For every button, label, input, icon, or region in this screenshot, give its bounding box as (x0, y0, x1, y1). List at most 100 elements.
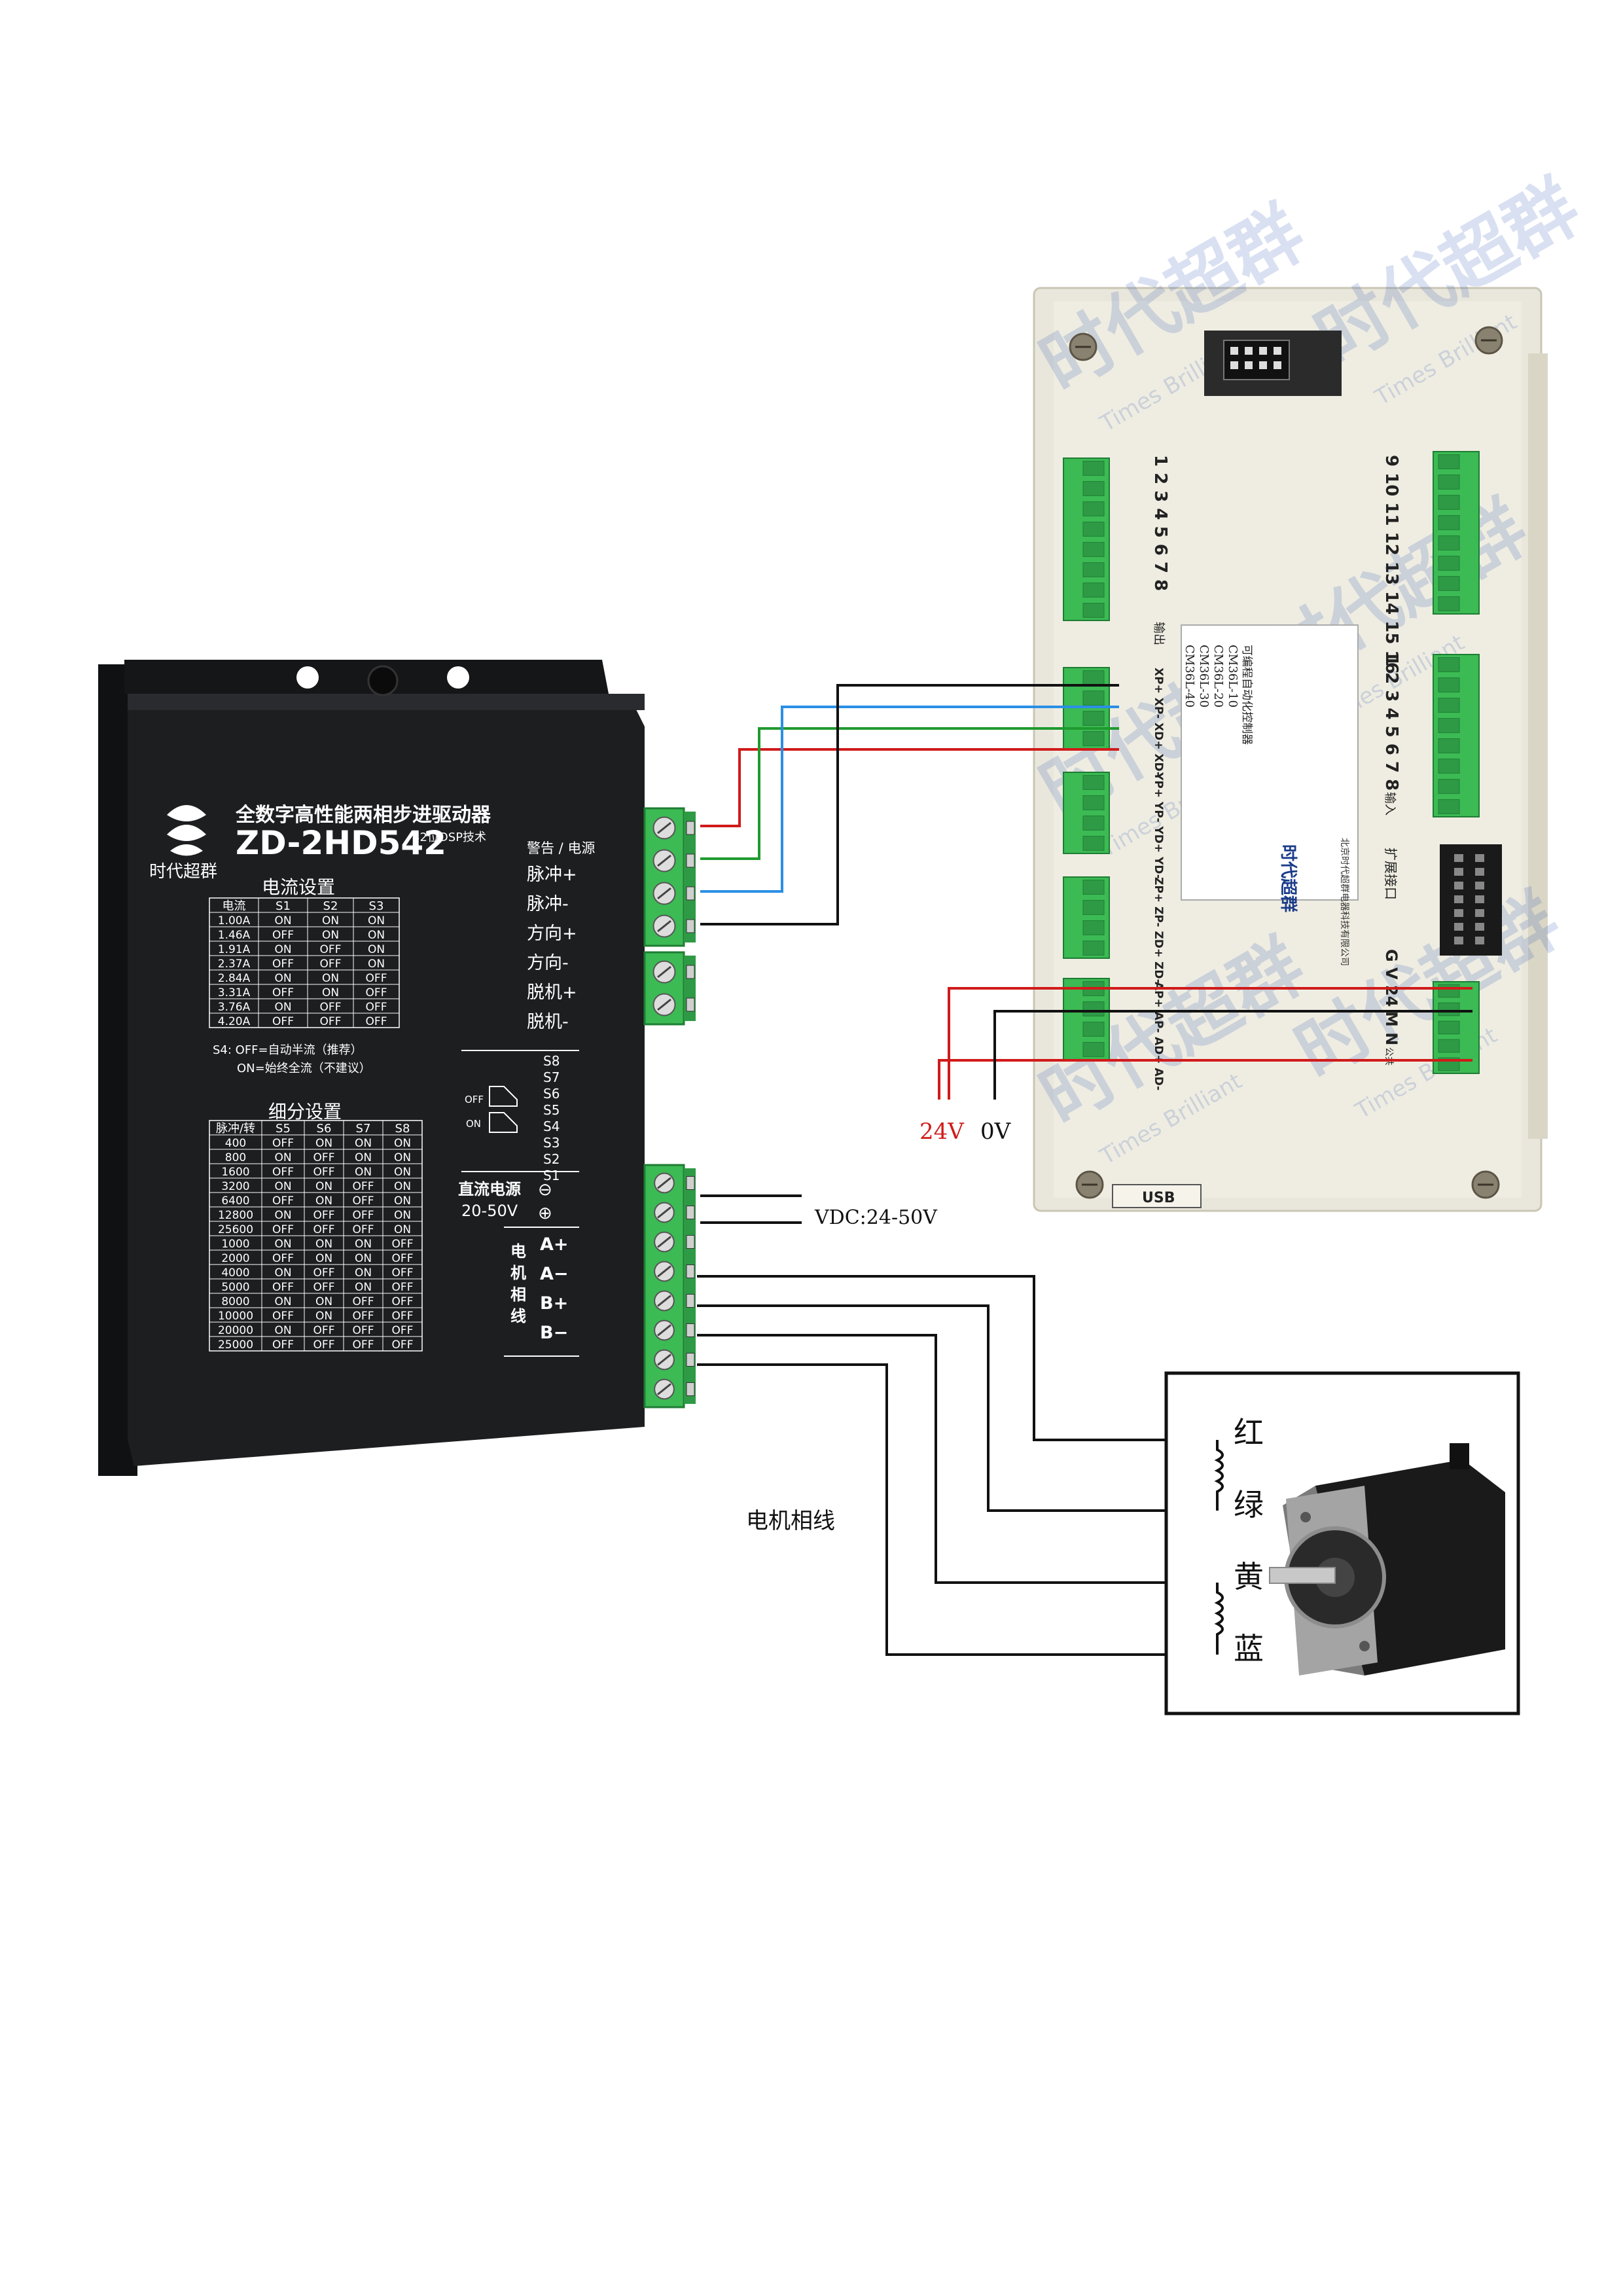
signal-terminal-label: 脱机- (527, 1012, 569, 1032)
table-cell: 2000 (221, 1252, 249, 1265)
table-cell: OFF (320, 1015, 342, 1028)
controller-terminal-pin[interactable] (1438, 779, 1460, 794)
brand-logo-icon (167, 805, 206, 856)
table-cell: ON (368, 914, 385, 927)
label-24v: 24V (919, 1119, 965, 1145)
controller-terminal-pin[interactable] (1438, 556, 1460, 571)
table-header-cell: S2 (323, 899, 338, 913)
wire-a-minus (697, 1304, 1217, 1512)
controller-terminal-pin[interactable] (1438, 576, 1460, 591)
table-cell: OFF (272, 986, 294, 999)
table-cell: OFF (313, 1338, 335, 1352)
controller-terminal-pin[interactable] (1438, 698, 1460, 713)
table-cell: OFF (272, 958, 294, 971)
controller-terminal-pin[interactable] (1082, 461, 1105, 476)
controller-terminal-pin[interactable] (1082, 1001, 1105, 1016)
controller-terminal-pin[interactable] (1438, 677, 1460, 692)
table-cell: ON (368, 958, 385, 971)
controller-terminal-pin[interactable] (1082, 1042, 1105, 1057)
table-cell: OFF (320, 1001, 342, 1014)
controller-terminal-pin[interactable] (1438, 1039, 1460, 1053)
product-label-line: CM36L-10 (1226, 645, 1240, 708)
table-cell: OFF (313, 1223, 335, 1236)
table-cell: ON (315, 1295, 332, 1308)
controller-terminal-pin[interactable] (1438, 718, 1460, 733)
table-cell: OFF (392, 1324, 414, 1337)
controller-terminal-pin[interactable] (1082, 522, 1105, 537)
wire-b-minus (697, 1363, 1217, 1656)
controller-terminal-pin[interactable] (1082, 501, 1105, 516)
controller-terminal-pin[interactable] (1082, 900, 1105, 915)
table-cell: OFF (313, 1281, 335, 1294)
driver-body (128, 707, 645, 1466)
table-cell: OFF (353, 1324, 374, 1337)
table-cell: OFF (320, 958, 342, 971)
driver-title: 全数字高性能两相步进驱动器 (235, 804, 491, 827)
controller-terminal-pin[interactable] (1438, 657, 1460, 672)
controller-terminal-pin[interactable] (1438, 799, 1460, 814)
power-pin-labels: G V 24 (1382, 949, 1400, 1007)
controller-terminal-pin[interactable] (1082, 775, 1105, 790)
controller-terminal-pin[interactable] (1438, 515, 1460, 530)
controller-terminal-pin[interactable] (1082, 542, 1105, 557)
wire-24v-a (948, 987, 1472, 1100)
controller-terminal-pin[interactable] (1438, 984, 1460, 998)
controller-terminal-pin[interactable] (1082, 920, 1105, 935)
controller-terminal-pin[interactable] (1438, 454, 1460, 469)
table-cell: OFF (272, 1137, 294, 1150)
common-label: 公共 (1383, 1047, 1394, 1066)
table-cell: OFF (272, 1281, 294, 1294)
controller-terminal-pin[interactable] (1438, 495, 1460, 510)
controller-terminal-pin[interactable] (1082, 836, 1105, 851)
phase-vertical-char: 电 (510, 1242, 526, 1261)
dsp-note: 32位DSP技术 (412, 831, 486, 844)
controller-terminal-pin[interactable] (1082, 562, 1105, 577)
coil-color-label: 红 (1234, 1415, 1264, 1450)
controller-terminal-pin[interactable] (1082, 670, 1105, 685)
table-cell: OFF (392, 1266, 414, 1280)
dip-switch-label: S4 (543, 1119, 560, 1134)
controller-terminal-pin[interactable] (1438, 596, 1460, 611)
controller-terminal-pin[interactable] (1082, 880, 1105, 895)
dc-power-label: 直流电源 (458, 1180, 521, 1198)
wire-b-plus (697, 1334, 1217, 1584)
axis-pin-label: AP+ AP- AD+ AD- (1152, 982, 1165, 1090)
table-cell: OFF (366, 972, 387, 985)
minus-icon: ⊖ (538, 1180, 552, 1200)
controller-terminal-pin[interactable] (1082, 603, 1105, 618)
controller-terminal-pin[interactable] (1082, 731, 1105, 746)
controller-terminal-pin[interactable] (1082, 1022, 1105, 1037)
controller-terminal-pin[interactable] (1082, 691, 1105, 706)
controller-terminal-pin[interactable] (1438, 1002, 1460, 1016)
table-cell: OFF (313, 1266, 335, 1280)
controller-terminal-pin[interactable] (1082, 583, 1105, 598)
controller-terminal-pin[interactable] (1438, 1020, 1460, 1035)
expansion-header-icon (1440, 844, 1502, 956)
table-cell: ON (394, 1223, 411, 1236)
phase-vertical-char: 机 (510, 1264, 526, 1282)
controller-terminal-pin[interactable] (1082, 816, 1105, 831)
controller-terminal-pin[interactable] (1438, 738, 1460, 753)
output-numbers: 1 2 3 4 5 6 7 8 (1150, 455, 1170, 591)
coil-a-icon (1214, 1440, 1224, 1511)
table-cell: OFF (320, 943, 342, 956)
controller-terminal-pin[interactable] (1438, 759, 1460, 774)
controller-terminal-pin[interactable] (1082, 711, 1105, 726)
wire-pulse-plus (700, 748, 1119, 827)
table-cell: OFF (272, 929, 294, 942)
coil-b-icon (1214, 1583, 1224, 1655)
product-label-line: CM36L-20 (1211, 645, 1225, 708)
controller-terminal-pin[interactable] (1438, 475, 1460, 490)
table-header-cell: 脉冲/转 (216, 1122, 255, 1136)
controller-terminal-pin[interactable] (1438, 535, 1460, 550)
table-cell: ON (274, 1238, 291, 1251)
controller-terminal-pin[interactable] (1082, 941, 1105, 956)
table-cell: OFF (353, 1223, 374, 1236)
controller-terminal-pin[interactable] (1082, 795, 1105, 810)
table-cell: ON (315, 1180, 332, 1193)
table-cell: ON (274, 914, 291, 927)
wire-dir-minus (700, 684, 1119, 925)
coil-color-label: 黄 (1234, 1559, 1264, 1594)
controller-terminal-pin[interactable] (1082, 481, 1105, 496)
table-header-cell: S1 (276, 899, 291, 913)
